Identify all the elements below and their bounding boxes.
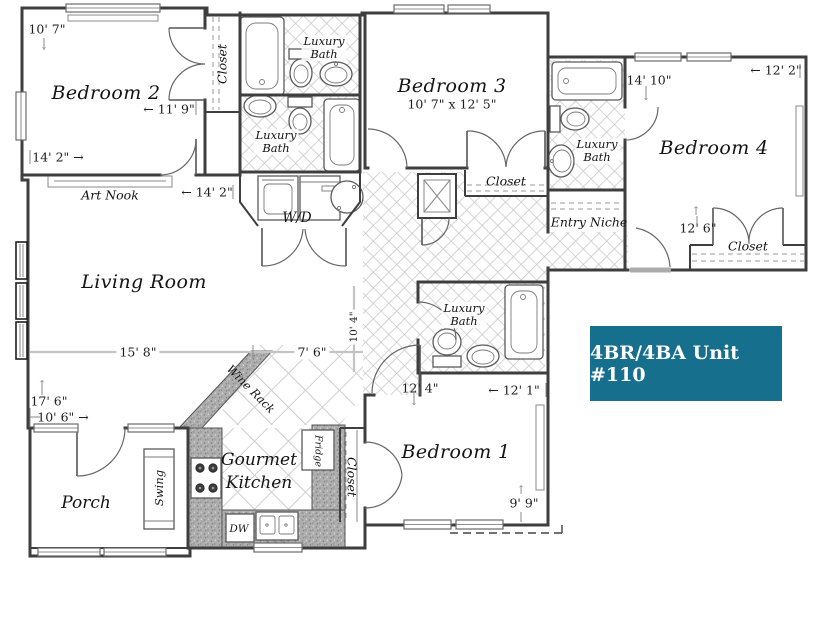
dashed-lines (212, 17, 804, 534)
luxury-bath-line2: Bath (262, 141, 290, 155)
luxury-bath-label: Luxury Bath (253, 128, 299, 155)
dim-art-nook-width: ← 14' 2" (181, 184, 233, 200)
dim-hall-depth: 10' 4" (348, 309, 360, 345)
dim-hall-width: 7' 6" (294, 344, 330, 360)
dim-bedroom4-depth: 14' 10" (626, 72, 672, 88)
luxury-bath-line1: Luxury (255, 128, 297, 142)
stove-icon (190, 457, 222, 499)
dishwasher-icon (225, 513, 255, 543)
dim-arrow-down: ↓ (408, 394, 420, 408)
toilet-icon (432, 328, 462, 368)
dim-bedroom4-width: ← 12' 2" (750, 62, 802, 78)
sink-icon (547, 144, 575, 178)
dim-bedroom1-side: 9' 9" (509, 495, 539, 511)
closet-label: Closet (486, 173, 526, 189)
toilet-icon (287, 96, 313, 135)
chase-box (417, 173, 457, 219)
dim-arrow-down: ↓ (38, 38, 50, 52)
dim-bedroom2-width: 14' 2" → (32, 149, 84, 165)
luxury-bath-line2: Bath (450, 314, 478, 328)
dim-arrow-up: ↑ (36, 378, 48, 392)
dim-porch-width: 10' 6" → (37, 409, 89, 425)
dim-living-depth: 17' 6" (30, 393, 68, 409)
sink-icon (243, 94, 277, 118)
label-fridge: Fridge (312, 435, 324, 467)
dim-arrow-up: ↑ (515, 483, 527, 497)
bathtub-icon (504, 284, 544, 360)
sink-icon (319, 61, 353, 87)
window-seat (67, 14, 804, 491)
room-label-living-room: Living Room (81, 271, 207, 293)
dim-arrow-up: ↑ (690, 204, 702, 218)
kitchen-sink-icon (255, 511, 299, 545)
sink-icon (466, 344, 500, 368)
laundry-sink-icon (330, 180, 364, 214)
toilet-icon (549, 105, 590, 133)
luxury-bath-line2: Bath (310, 47, 338, 61)
label-art-nook: Art Nook (81, 187, 139, 203)
washer-icon (257, 175, 299, 221)
unit-title-badge: 4BR/4BA Unit #110 (590, 326, 782, 401)
luxury-bath-line2: Bath (583, 150, 611, 164)
fridge-box (301, 429, 335, 471)
label-swing: Swing (152, 469, 166, 507)
room-label-kitchen-line1: Gourmet (221, 450, 297, 470)
art-nook-shelf (47, 175, 173, 188)
luxury-bath-line1: Luxury (303, 34, 345, 48)
luxury-bath-label: Luxury Bath (301, 34, 347, 61)
room-label-bedroom1: Bedroom 1 (401, 441, 511, 463)
bathtub-icon (323, 98, 361, 172)
label-entry-niche: Entry Niche (550, 214, 628, 230)
dim-bedroom4-closet-width: 12' 6" (679, 220, 717, 236)
label-washer-dryer: W/D (282, 210, 312, 226)
room-size-bedroom3: 10' 7" x 12' 5" (407, 96, 497, 112)
swing-bench (143, 448, 175, 530)
room-label-bedroom3: Bedroom 3 (397, 75, 507, 97)
luxury-bath-label: Luxury Bath (574, 137, 620, 164)
luxury-bath-line1: Luxury (576, 137, 618, 151)
room-label-kitchen-line2: Kitchen (225, 473, 293, 493)
dim-bedroom2-inner-width: ← 11' 9" (143, 101, 195, 117)
dim-living-width: 15' 8" (116, 344, 160, 360)
unit-title-text: 4BR/4BA Unit #110 (590, 341, 740, 386)
bathtub-icon (239, 16, 285, 96)
dim-bedroom1-width: ← 12' 1" (488, 382, 540, 398)
toilet-icon (288, 48, 314, 88)
room-label-bedroom2: Bedroom 2 (51, 82, 161, 104)
luxury-bath-line1: Luxury (443, 301, 485, 315)
dim-arrow-down: ↓ (640, 89, 652, 103)
dim-bedroom2-depth: 10' 7" (28, 21, 66, 37)
closet-label: Closet (728, 238, 768, 254)
interior-walls (20, 6, 806, 550)
windows (15, 3, 732, 557)
room-label-bedroom4: Bedroom 4 (659, 137, 769, 159)
closet-label: Closet (344, 457, 360, 497)
luxury-bath-label: Luxury Bath (441, 301, 487, 328)
room-label-porch: Porch (61, 493, 111, 513)
closet-label: Closet (214, 44, 230, 84)
dim-bedroom1-depth: 12' 4" (401, 380, 439, 396)
label-dishwasher: DW (229, 523, 249, 535)
bathtub-icon (551, 61, 623, 101)
